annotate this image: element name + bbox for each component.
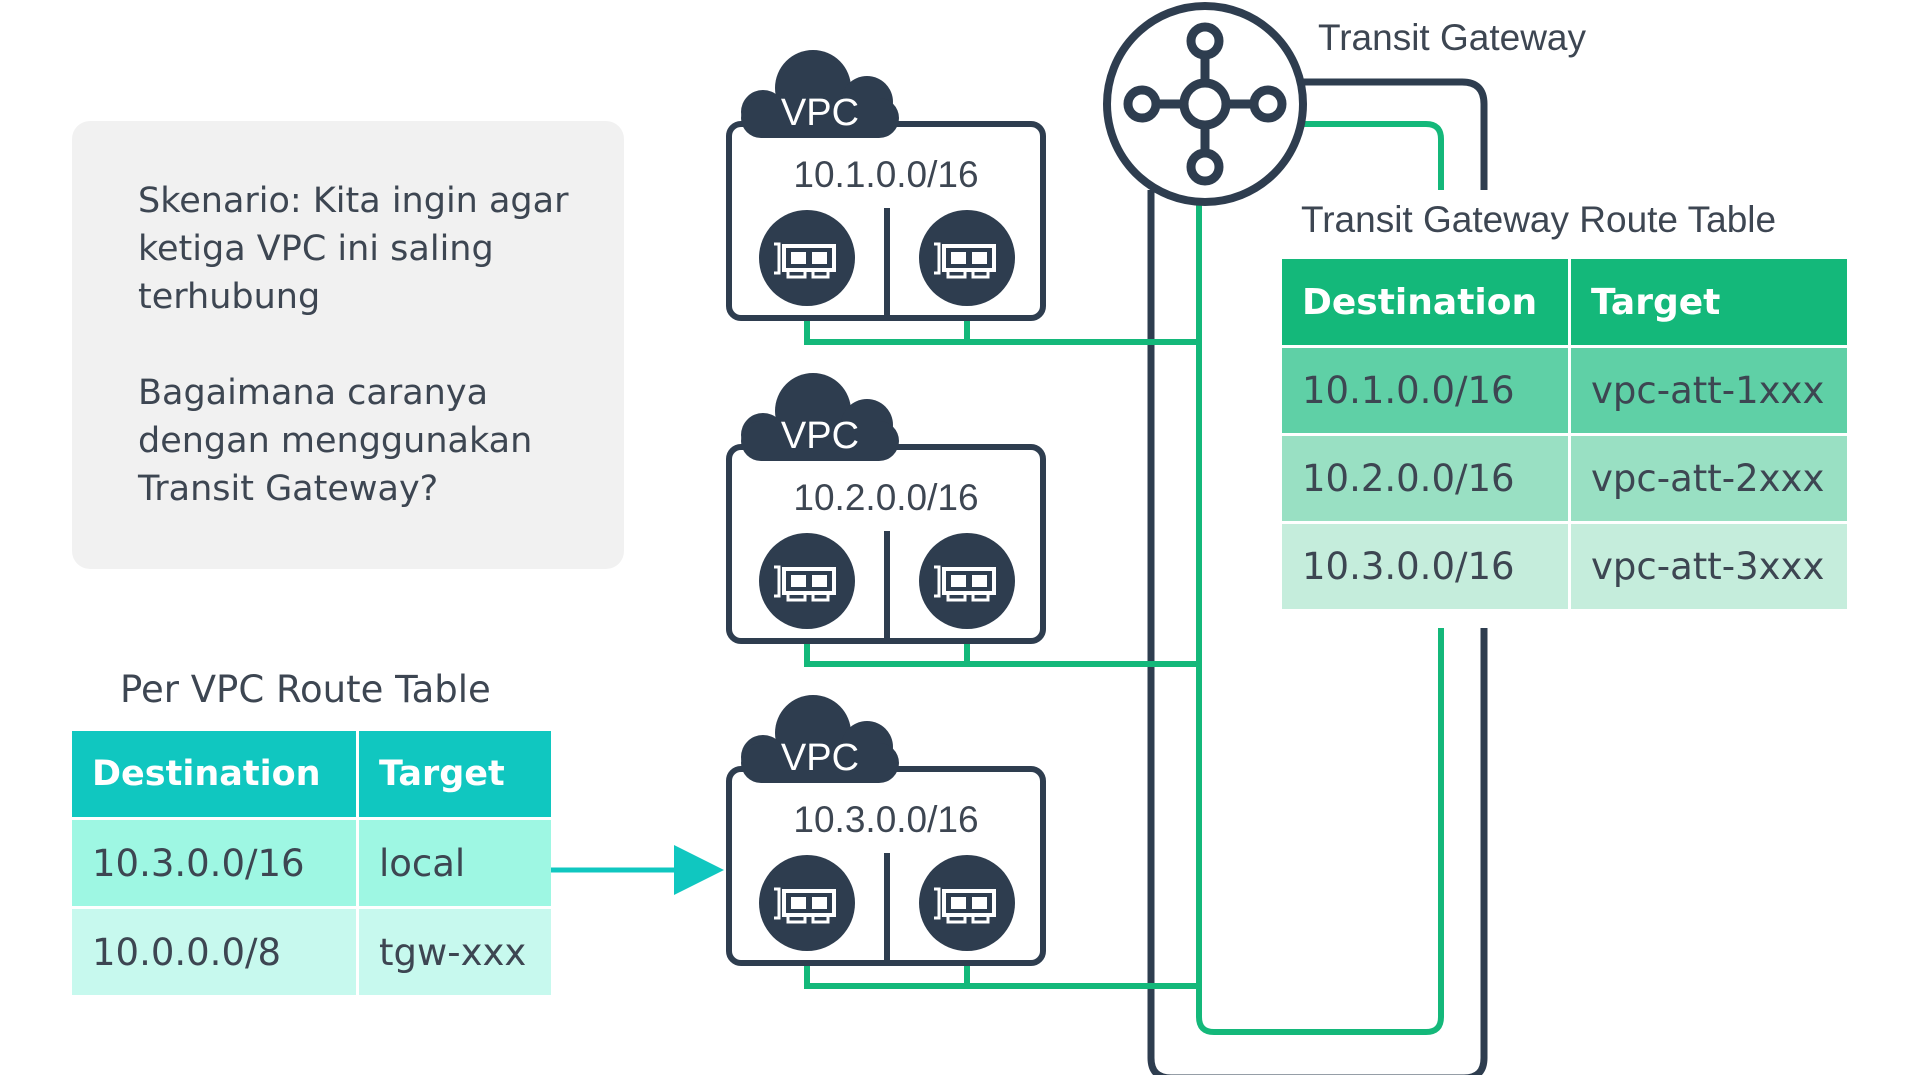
- table-row: 10.1.0.0/16 vpc-att-1xxx: [1282, 348, 1847, 433]
- column-header-destination: Destination: [72, 731, 356, 817]
- vpc-cidr: 10.1.0.0/16: [793, 154, 978, 195]
- column-header-target: Target: [1571, 259, 1847, 345]
- column-header-destination: Destination: [1282, 259, 1568, 345]
- route-target: tgw-xxx: [359, 909, 551, 995]
- cloud-icon: [741, 695, 899, 783]
- vpc-label: VPC: [781, 92, 859, 134]
- scenario-line-2: Bagaimana caranya dengan menggunakan Tra…: [138, 373, 533, 509]
- per-vpc-route-table-title: Per VPC Route Table: [120, 668, 491, 711]
- vpc-3: VPC 10.3.0.0/16: [726, 695, 1046, 966]
- vpc-cidr: 10.2.0.0/16: [793, 477, 978, 518]
- network-card-icon: [757, 853, 857, 953]
- tgw-label: Transit Gateway: [1318, 17, 1586, 58]
- scenario-box: Skenario: Kita ingin agar ketiga VPC ini…: [72, 121, 624, 569]
- network-hub-icon: [1103, 2, 1307, 206]
- table-row: 10.3.0.0/16 vpc-att-3xxx: [1282, 524, 1847, 609]
- route-destination: 10.0.0.0/8: [72, 909, 356, 995]
- table-row: 10.2.0.0/16 vpc-att-2xxx: [1282, 436, 1847, 521]
- vpc-attachment-links: [804, 121, 1444, 1035]
- column-header-target: Target: [359, 731, 551, 817]
- route-target: vpc-att-3xxx: [1571, 524, 1847, 609]
- vpc-cidr: 10.3.0.0/16: [793, 799, 978, 840]
- table-header-row: Destination Target: [72, 731, 551, 817]
- table-row: 10.0.0.0/8 tgw-xxx: [72, 909, 551, 995]
- network-card-icon: [917, 531, 1017, 631]
- route-target: vpc-att-1xxx: [1571, 348, 1847, 433]
- vpc-label: VPC: [781, 737, 859, 779]
- tgw-outer-loop: [1147, 78, 1488, 1075]
- route-target: local: [359, 820, 551, 906]
- route-destination: 10.1.0.0/16: [1282, 348, 1568, 433]
- vpc-1: VPC 10.1.0.0/16: [726, 50, 1046, 321]
- table-header-row: Destination Target: [1282, 259, 1847, 345]
- route-destination: 10.3.0.0/16: [1282, 524, 1568, 609]
- tgw-inner-loop: [1196, 121, 1444, 1035]
- scenario-line-1: Skenario: Kita ingin agar ketiga VPC ini…: [138, 181, 569, 317]
- network-card-icon: [757, 531, 857, 631]
- vpc-2: VPC 10.2.0.0/16: [726, 373, 1046, 644]
- network-card-icon: [917, 853, 1017, 953]
- table-row: 10.3.0.0/16 local: [72, 820, 551, 906]
- tgw-route-table-title: Transit Gateway Route Table: [1301, 199, 1776, 240]
- cloud-icon: [741, 373, 899, 461]
- route-destination: 10.3.0.0/16: [72, 820, 356, 906]
- per-vpc-route-table: Destination Target 10.3.0.0/16 local 10.…: [69, 728, 554, 998]
- tgw-route-table: Destination Target 10.1.0.0/16 vpc-att-1…: [1279, 256, 1850, 612]
- route-target: vpc-att-2xxx: [1571, 436, 1847, 521]
- cloud-icon: [741, 50, 899, 138]
- network-card-icon: [757, 208, 857, 308]
- vpc-label: VPC: [781, 415, 859, 457]
- network-card-icon: [917, 208, 1017, 308]
- route-destination: 10.2.0.0/16: [1282, 436, 1568, 521]
